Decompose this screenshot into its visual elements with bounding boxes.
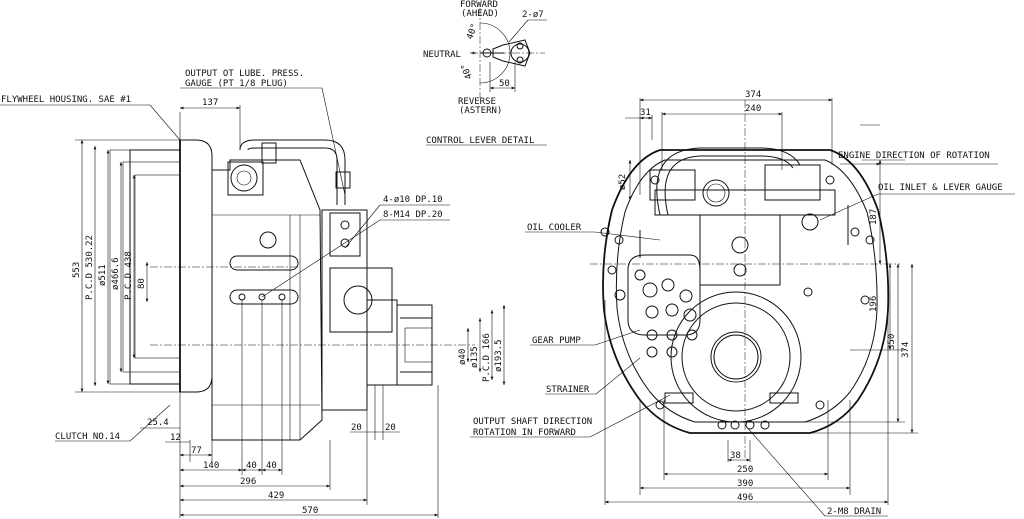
reverse-label: REVERSE — [458, 97, 496, 107]
dim-390: 390 — [737, 479, 753, 489]
dim-pcd166: P.C.D 166 — [482, 333, 492, 382]
bolt-a-label: 4-ø10 DP.10 — [383, 195, 443, 205]
dim-38: 38 — [730, 451, 741, 461]
dim-52: ø52 — [618, 174, 628, 190]
dim-50: 50 — [499, 79, 510, 89]
dim-196: 196 — [869, 296, 879, 312]
dim-20a: 20 — [351, 423, 362, 433]
astern-label: (ASTERN) — [459, 106, 502, 116]
dim-511: ø511 — [98, 264, 108, 286]
neutral-label: NEUTRAL — [423, 50, 461, 60]
dim-496: 496 — [737, 493, 753, 503]
dim-240: 240 — [745, 104, 761, 114]
ahead-label: (AHEAD) — [461, 9, 499, 19]
dim-350: 350 — [887, 334, 897, 350]
dim-40a: 40 — [246, 461, 257, 471]
dim-296: 296 — [240, 477, 256, 487]
dim-374-top: 374 — [745, 90, 761, 100]
flywheel-housing-label: FLYWHEEL HOUSING. SAE #1 — [1, 95, 131, 105]
angle-bottom-label: 40° — [460, 62, 475, 81]
dim-40b: 40 — [266, 461, 277, 471]
dim-40-dia: ø40 — [458, 349, 468, 365]
side-view: FLYWHEEL HOUSING. SAE #1 OUTPUT OT LUBE.… — [0, 69, 506, 518]
front-view: 374 240 31 ø52 ENGINE DIRECTION OF ROTAT… — [470, 90, 1015, 517]
dim-137: 137 — [202, 98, 218, 108]
dim-374-right: 374 — [901, 342, 911, 358]
holes-label: 2-ø7 — [522, 10, 544, 20]
strainer-label: STRAINER — [546, 385, 590, 395]
dim-140: 140 — [203, 461, 219, 471]
engine-direction-label: ENGINE DIRECTION OF ROTATION — [838, 151, 990, 161]
control-lever-detail: FORWARD (AHEAD) 2-ø7 NEUTRAL 40° 40° 50 … — [423, 0, 547, 146]
forward-label: FORWARD — [460, 0, 498, 10]
dim-570: 570 — [302, 506, 318, 516]
dim-77: 77 — [191, 446, 202, 456]
dim-31: 31 — [640, 108, 651, 118]
output-lube-label-1: OUTPUT OT LUBE. PRESS. — [185, 69, 304, 79]
output-direction-label-2: ROTATION IN FORWARD — [473, 428, 576, 438]
dim-429: 429 — [268, 491, 284, 501]
dim-193: ø193.5 — [494, 339, 504, 372]
oil-cooler-label: OIL COOLER — [527, 223, 582, 233]
dim-20b: 20 — [385, 423, 396, 433]
dim-466: ø466.6 — [111, 257, 121, 290]
angle-top-label: 40° — [465, 22, 480, 41]
dim-pcd438: P.C.D 438 — [124, 251, 134, 300]
drain-label: 2-M8 DRAIN — [827, 507, 881, 517]
dim-12: 12 — [170, 433, 181, 443]
oil-inlet-label: OIL INLET & LEVER GAUGE — [878, 183, 1003, 193]
clutch-label: CLUTCH NO.14 — [55, 432, 120, 442]
bolt-b-label: 8-M14 DP.20 — [383, 210, 443, 220]
control-lever-title: CONTROL LEVER DETAIL — [426, 136, 534, 146]
dim-pcd530: P.C.D 530.22 — [85, 235, 95, 300]
dim-80: 80 — [137, 278, 147, 289]
dim-250: 250 — [737, 465, 753, 475]
output-direction-label-1: OUTPUT SHAFT DIRECTION — [473, 417, 592, 427]
output-lube-label-2: GAUGE (PT 1/8 PLUG) — [185, 79, 288, 89]
gear-pump-label: GEAR PUMP — [532, 336, 581, 346]
dim-25: 25.4 — [147, 418, 169, 428]
dim-135: ø135 — [470, 346, 480, 368]
dim-187: 187 — [869, 209, 879, 225]
dim-553: 553 — [72, 262, 82, 278]
